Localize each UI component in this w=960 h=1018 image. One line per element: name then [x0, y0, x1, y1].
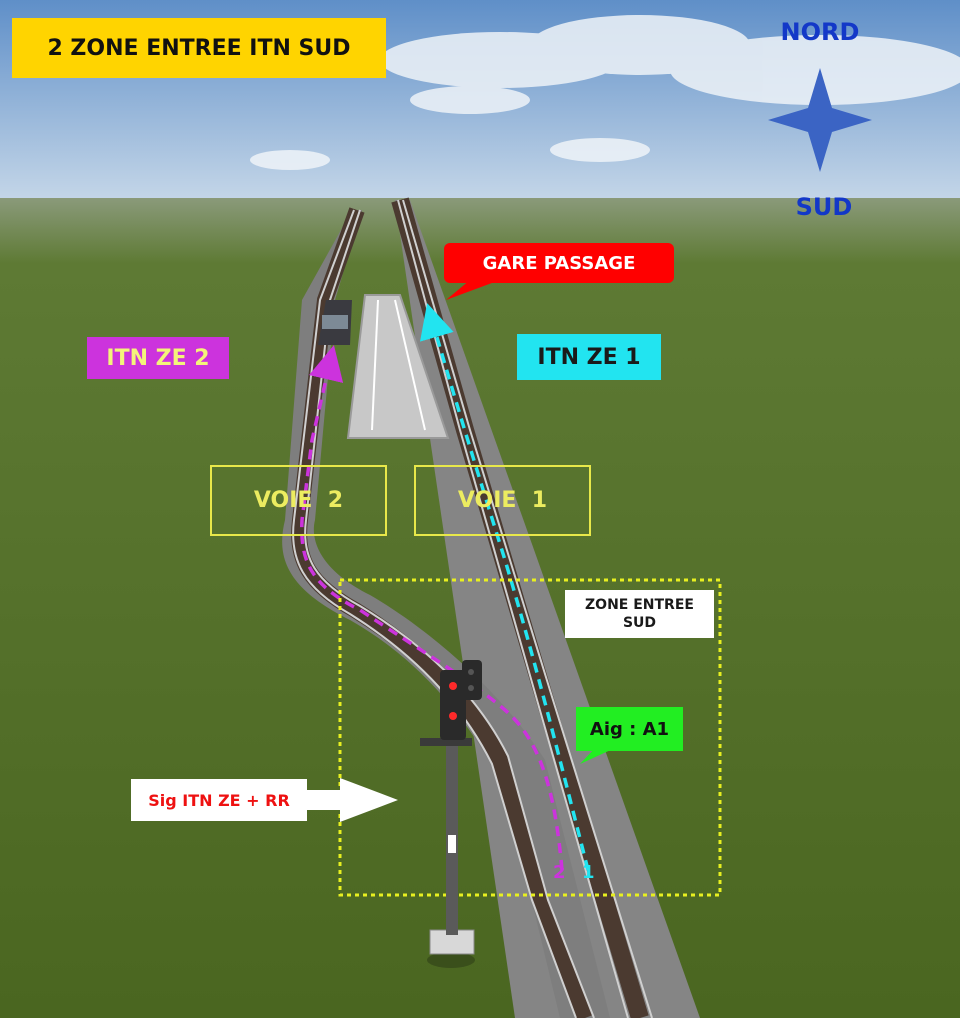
- itn-ze-1-label: ITN ZE 1: [517, 334, 661, 380]
- aiguillage-a1-label: Aig : A1: [576, 707, 683, 751]
- aig-callout-tail: [580, 748, 615, 764]
- track-1-number: 1: [582, 862, 595, 883]
- clouds: [250, 15, 960, 170]
- gare-passage-label: GARE PASSAGE: [444, 243, 674, 283]
- track-2: [291, 207, 595, 1018]
- signal-label: Sig ITN ZE + RR: [131, 779, 307, 821]
- railway-signal-icon: [420, 660, 482, 968]
- voie-2-label: VOIE 2: [210, 465, 387, 536]
- page-title: 2 ZONE ENTREE ITN SUD: [12, 18, 386, 78]
- zone-entree-border: [338, 578, 722, 897]
- voie-1-label: VOIE 1: [414, 465, 591, 536]
- arrow-right-icon: [307, 778, 398, 822]
- track-2-number: 2: [553, 862, 566, 883]
- gare-callout-tail: [446, 280, 500, 300]
- train: [318, 300, 352, 345]
- itn-ze-2-label: ITN ZE 2: [87, 337, 229, 379]
- ballast-main: [395, 200, 700, 1018]
- compass-south-label: SUD: [795, 193, 853, 221]
- ballast-branch: [282, 210, 610, 1018]
- compass-north-label: NORD: [780, 18, 860, 46]
- compass-star-icon: [768, 68, 872, 172]
- zone-entree-sud-label: ZONE ENTREE SUD: [565, 590, 714, 638]
